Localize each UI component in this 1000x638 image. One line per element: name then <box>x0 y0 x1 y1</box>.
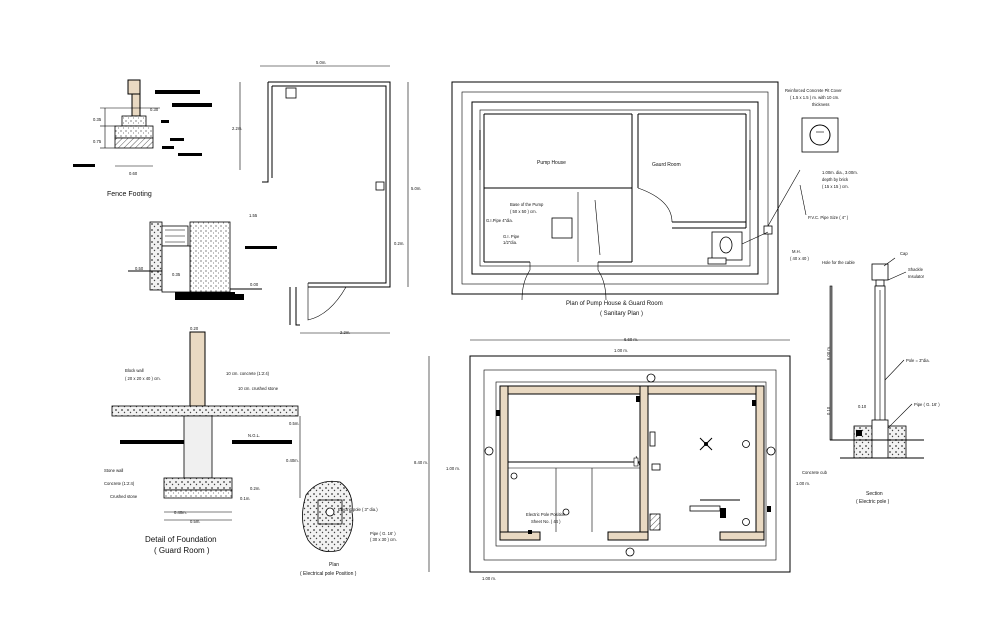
light-fixtures <box>484 373 776 557</box>
fence-dim-bottom: 0.60 <box>129 171 138 176</box>
sanitary-cover-2: ( 1.5 x 1.5 ) m. with 10 cm. <box>790 95 839 100</box>
room-dim-top: 5.0m. <box>316 60 326 65</box>
room-dim-left: 2.2m. <box>232 126 242 131</box>
pole-plan-subtitle: ( Electrical pole Position ) <box>300 571 357 577</box>
sanitary-base-size: ( 50 x 50 ) cm. <box>510 209 537 214</box>
small-section-dim-right: 0.00 <box>250 282 259 287</box>
pole-dim-side: 0.10 <box>826 406 831 415</box>
sanitary-gi-pipe-4: G.I.Pipe 4"dia. <box>486 218 513 223</box>
pole-height: 6.00 m. <box>826 346 831 360</box>
pole-label: Pole = 3"dia. <box>906 358 930 363</box>
foundation-ngl: N.G.L. <box>248 433 260 438</box>
sanitary-room-2: Gaurd Room <box>652 162 681 168</box>
small-section-dim-left: 0.50 <box>135 266 144 271</box>
sanitary-mh-size: ( 40 x 40 ) <box>790 256 809 261</box>
sanitary-title: Plan of Pump House & Guard Room <box>566 301 663 307</box>
sanitary-cover-1: Reinforced Concrete Pit Cover <box>785 88 842 93</box>
foundation-top-dim: 0.20 <box>190 326 199 331</box>
foundation-dim-bottom-1: 0.40m. <box>174 510 187 515</box>
foundation-subtitle: ( Guard Room ) <box>154 546 210 555</box>
pole-plan-pipe-size: ( 30 x 30 ) cm. <box>370 537 397 542</box>
elec-dim-bottom: 1.00 m. <box>482 576 496 581</box>
elec-dim-left: 8.40 m. <box>414 460 428 465</box>
pole-cap: Cap <box>900 251 908 256</box>
pole-plan-title: Plan <box>329 562 339 568</box>
sanitary-pit-2: depth by brick <box>822 177 849 182</box>
foundation-block-wall: Block wall <box>125 368 144 373</box>
sanitary-gi-pipe: G.I. Pipe <box>503 234 520 239</box>
room-dim-inner: 0.2m. <box>394 241 404 246</box>
sanitary-base-label: Base of the Pump <box>510 202 544 207</box>
sanitary-room-1: Pump House <box>537 160 566 166</box>
pole-plan-pipe: Pipe ( G. 16' ) <box>370 531 396 536</box>
foundation-dim-bottom-2: 0.5m. <box>190 519 200 524</box>
elec-dim-top-inner: 1.00 m. <box>614 348 628 353</box>
fence-dim-left-top: 0.35 <box>93 117 102 122</box>
pole-shackle-1: Shackle <box>908 267 924 272</box>
room-dim-bottom: 2.2m. <box>340 330 350 335</box>
pole-section-subtitle: ( Electric pole ) <box>856 499 890 505</box>
foundation-dim-right-4: 0.1m. <box>240 496 250 501</box>
pole-section-title: Section <box>866 491 883 497</box>
foundation-detail: 0.20 Block wall ( 20 x 20 x 40 ) cm. 10 … <box>104 326 301 555</box>
sanitary-pit-1: 1.00m. dia., 3.00m. <box>822 170 858 175</box>
fence-footing-detail: 0.35 0.75 0.30 0.60 Fence Footing <box>73 79 212 198</box>
pole-hole: Hole for the cable <box>822 260 855 265</box>
pole-plan-label: Electric pole ( 3" dia.) <box>338 507 378 512</box>
fence-dim-left-bottom: 0.75 <box>93 139 102 144</box>
foundation-crushed-stone-2: Crushed stone <box>110 494 138 499</box>
pole-dim-010: 0.10 <box>858 404 867 409</box>
elec-pole-label-2: Sheet No. ( 44 ) <box>531 519 561 524</box>
elec-pole-label-1: Electric Pole Position <box>526 512 566 517</box>
pole-shackle-2: Insulator <box>908 274 925 279</box>
foundation-concrete: 10 cm. concrete (1:2:4) <box>226 371 270 376</box>
foundation-section-small: 1.55 0.50 0.35 0.00 <box>128 213 277 300</box>
small-section-dim-top: 1.55 <box>249 213 258 218</box>
electric-pole-plan: Electric pole ( 3" dia.) Pipe ( G. 16' )… <box>300 480 397 577</box>
elec-dim-left-inner: 1.00 m. <box>446 466 460 471</box>
fence-footing-title: Fence Footing <box>107 191 152 198</box>
sanitary-subtitle: ( Sanitary Plan ) <box>600 311 643 317</box>
foundation-block-wall-size: ( 20 x 20 x 40 ) cm. <box>125 376 161 381</box>
electrical-plan: 6.60 m. 1.00 m. 8.40 m. 1.00 m. <box>414 337 810 581</box>
sanitary-plan: Pump House Gaurd Room Base of the Pump (… <box>451 81 858 317</box>
sanitary-mh: M.H. <box>792 249 801 254</box>
foundation-stone-wall: Stone wall <box>104 468 123 473</box>
electric-pole-section: 6.00 m. 0.10 0.10 Hole for the cable Cap… <box>802 251 940 505</box>
sanitary-gi-pipe-size: 1/2"dia. <box>503 240 517 245</box>
foundation-dim-right-2: 0.40m. <box>286 458 299 463</box>
pole-pipe: Pipe ( G. 16' ) <box>914 402 940 407</box>
fence-dim-right: 0.30 <box>150 107 159 112</box>
sanitary-pvc: P.V.C. Pipe Size ( 4" ) <box>808 215 849 220</box>
pole-concrete: Concrete cub <box>802 470 828 475</box>
elec-dim-top: 6.60 m. <box>624 337 638 342</box>
sanitary-cover-3: thickness <box>812 102 829 107</box>
foundation-concrete-mix: Concrete (1:2:4) <box>104 481 135 486</box>
foundation-dim-right-1: 0.5m. <box>289 421 299 426</box>
elec-dim-right: 1.00 m. <box>796 481 810 486</box>
room-outline-plan: 5.0m. 2.2m. 5.0m. 0.2m. 2.2m. <box>232 60 421 335</box>
sanitary-pit-3: ( 15 x 15 ) cm. <box>822 184 849 189</box>
foundation-title: Detail of Foundation <box>145 535 217 544</box>
foundation-dim-right-3: 0.2m. <box>250 486 260 491</box>
small-section-dim-mid: 0.35 <box>172 272 181 277</box>
room-dim-right: 5.0m. <box>411 186 421 191</box>
foundation-crushed-stone: 10 cm. crushed stone <box>238 386 279 391</box>
